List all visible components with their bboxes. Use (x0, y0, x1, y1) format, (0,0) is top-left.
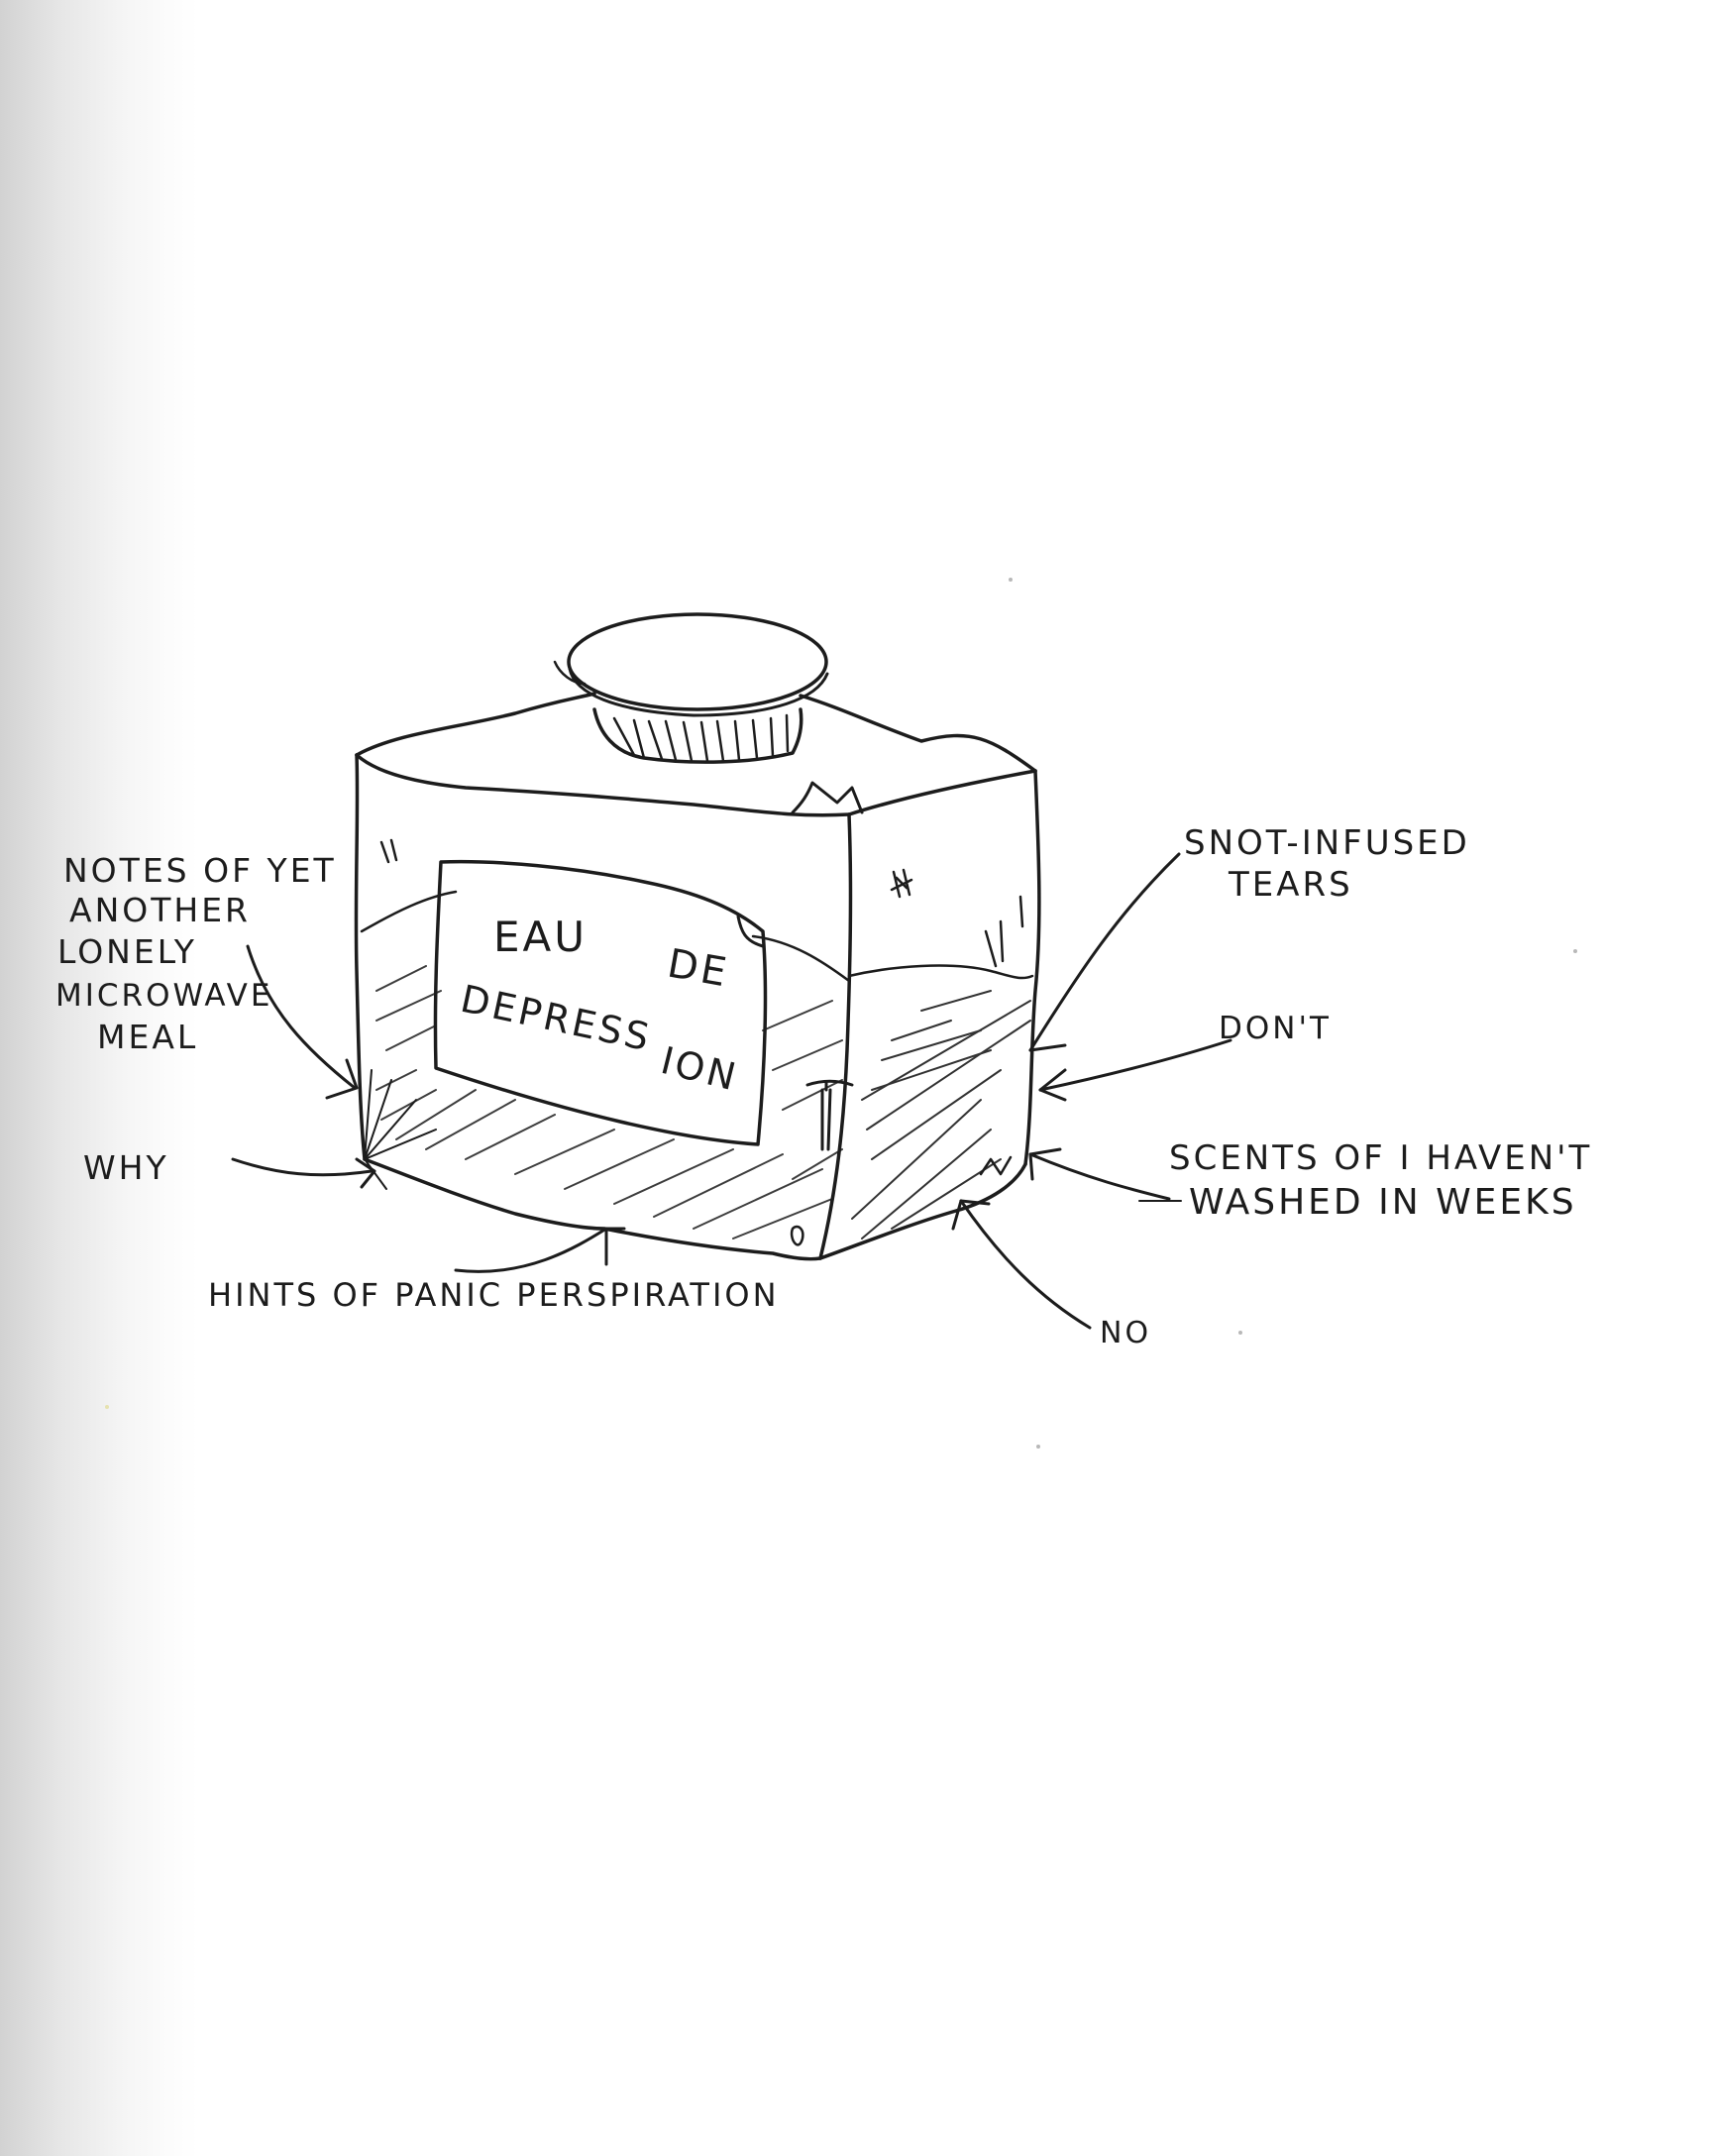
hash-mark (890, 868, 913, 899)
annotation-dont: DON'T (1219, 1011, 1332, 1046)
label-text-depress: DEPRESS (457, 977, 656, 1060)
annotation-snot-line1: SNOT-INFUSED (1184, 823, 1470, 863)
arrow-snot (1028, 852, 1181, 1052)
corner-radiating-lines (364, 1069, 437, 1190)
arrow-scents (1028, 1152, 1171, 1201)
label-text-eau: EAU (493, 913, 588, 961)
front-hatching (375, 965, 843, 1240)
arrow-no (959, 1199, 1092, 1330)
bottle-label: EAU DE DEPRESS ION (433, 859, 768, 1146)
annotation-notes-line5: MEAL (97, 1018, 198, 1056)
tick-marks (379, 838, 398, 864)
annotation-scents-line1: SCENTS OF I HAVEN'T (1169, 1138, 1592, 1178)
annotation-notes-line3: LONELY (57, 932, 197, 971)
annotation-why: WHY (83, 1148, 169, 1187)
annotation-no: NO (1100, 1316, 1151, 1350)
bottom-loop (790, 1225, 804, 1246)
label-text-ion: ION (657, 1038, 743, 1100)
annotation-arrows (231, 852, 1232, 1330)
label-text-de: DE (664, 941, 732, 997)
annotation-scents-line2: WASHED IN WEEKS (1189, 1182, 1577, 1223)
annotation-notes-line2: ANOTHER (69, 891, 251, 929)
annotation-notes-line1: NOTES OF YET (63, 851, 337, 890)
annotation-snot-line2: TEARS (1228, 865, 1353, 905)
right-hatching (851, 990, 1031, 1240)
arrow-hints (454, 1227, 608, 1273)
arrow-notes (246, 944, 357, 1090)
arrow-dont (1038, 1038, 1232, 1092)
annotation-hints: HINTS OF PANIC PERSPIRATION (208, 1276, 780, 1314)
arrow-why (231, 1157, 374, 1177)
tiny-figure (805, 1079, 854, 1151)
annotations: NOTES OF YET ANOTHER LONELY MICROWAVE ME… (55, 823, 1592, 1350)
scratch-marks (984, 895, 1024, 968)
bottle (354, 692, 1041, 1261)
annotation-notes-line4: MICROWAVE (55, 978, 272, 1014)
paper-specks (105, 578, 1577, 1449)
scribble-mark (979, 1155, 1013, 1176)
bottle-cap (553, 612, 829, 764)
